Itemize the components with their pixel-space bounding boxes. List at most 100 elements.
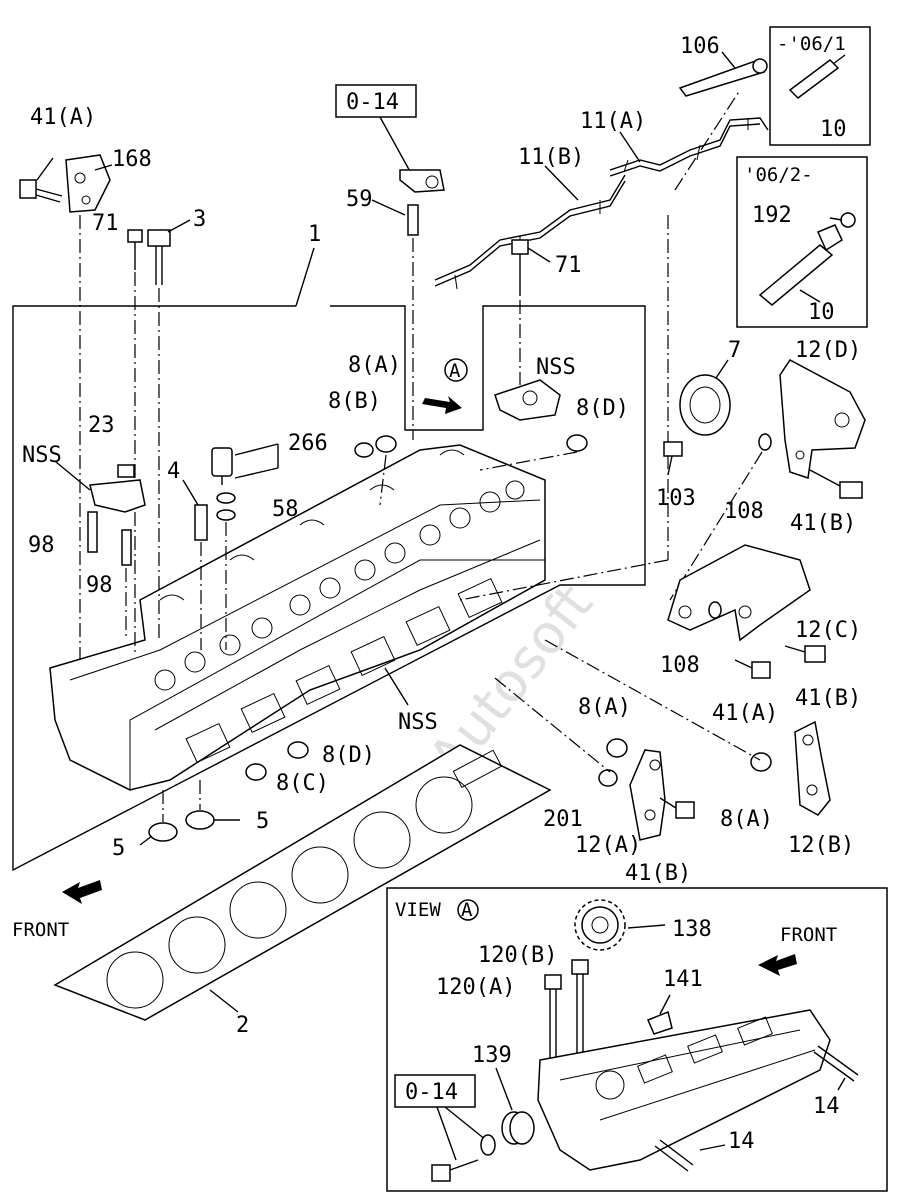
label-8b: 8(B) [328, 389, 381, 414]
label-14-a: 14 [813, 1094, 840, 1119]
bolt-3[interactable] [147, 229, 171, 285]
plug-8a-top[interactable] [375, 435, 397, 453]
svg-text:'06/2-: '06/2- [744, 164, 813, 186]
label-12d: 12(D) [795, 338, 861, 363]
injector-266[interactable] [211, 447, 233, 485]
label-nss-center: NSS [536, 355, 576, 380]
bolt-bottom[interactable] [431, 1159, 479, 1182]
label-108-mid: 108 [660, 653, 700, 678]
seal-5-right[interactable] [185, 810, 215, 830]
label-120b: 120(B) [478, 943, 557, 968]
label-12a: 12(A) [575, 833, 641, 858]
key-141[interactable] [647, 1010, 673, 1035]
date-box-early: -'06/1 [769, 26, 871, 146]
bolt-41a-mid[interactable] [734, 659, 771, 679]
label-8a-right: 8(A) [720, 807, 773, 832]
bolt-71-right[interactable] [511, 239, 529, 296]
label-10-early: 10 [820, 117, 847, 142]
oring-108-mid[interactable] [708, 601, 722, 619]
label-8a-mid: 8(A) [578, 695, 631, 720]
stud-98-a[interactable] [87, 511, 98, 553]
stud-14-a[interactable] [813, 1045, 859, 1082]
plug-8a-right[interactable] [750, 752, 772, 772]
head-gasket-2[interactable] [53, 744, 552, 1021]
bracket-12b[interactable] [794, 720, 831, 816]
pin-59[interactable] [407, 204, 419, 236]
stud-14-b[interactable] [654, 1139, 694, 1172]
washers-58[interactable] [216, 492, 236, 521]
label-58: 58 [272, 497, 299, 522]
seal-5-left[interactable] [148, 822, 178, 842]
injector-bracket[interactable] [399, 169, 445, 193]
label-nss-bottom: NSS [398, 710, 438, 735]
ref-tag-bottom[interactable]: 0-14 [394, 1074, 476, 1108]
label-10-late: 10 [808, 300, 835, 325]
nut-23[interactable] [117, 464, 135, 478]
view-a-cylinder-head[interactable] [537, 1009, 831, 1171]
front-arrow-right [758, 954, 797, 976]
label-nss-left: NSS [22, 443, 62, 468]
label-2: 2 [236, 1013, 249, 1038]
label-12b: 12(B) [788, 833, 854, 858]
view-title: VIEW [395, 899, 441, 921]
label-4: 4 [167, 459, 180, 484]
svg-text:0-14: 0-14 [405, 1080, 458, 1105]
oring-108-top[interactable] [758, 433, 772, 451]
bush-201[interactable] [598, 769, 618, 787]
bracket-168[interactable] [65, 154, 111, 213]
rod-106[interactable] [678, 58, 768, 97]
bracket-12a[interactable] [629, 749, 666, 841]
svg-text:-'06/1: -'06/1 [777, 33, 846, 55]
washer-bottom[interactable] [480, 1134, 496, 1156]
label-8c: 8(C) [276, 771, 329, 796]
bearing-139[interactable] [501, 1111, 535, 1145]
label-8d-bottom: 8(D) [322, 743, 375, 768]
stud-98-b[interactable] [121, 529, 132, 566]
gear-138[interactable] [574, 899, 626, 951]
cam-cap-nss-center[interactable] [494, 379, 561, 421]
front-label-right: FRONT [780, 924, 837, 946]
label-98-b: 98 [86, 573, 113, 598]
label-41b-3: 41(B) [625, 861, 691, 886]
label-71-left: 71 [92, 211, 119, 236]
svg-text:0-14: 0-14 [346, 90, 399, 115]
cam-cap-nss-left[interactable] [89, 479, 146, 513]
bolt-41b-2[interactable] [784, 645, 826, 663]
plug-8b[interactable] [354, 442, 374, 458]
bolt-41b-3[interactable] [659, 797, 695, 819]
plug-8a-mid[interactable] [606, 738, 628, 758]
label-7: 7 [728, 338, 741, 363]
bracket-12d[interactable] [779, 359, 866, 479]
label-5-right: 5 [256, 809, 269, 834]
label-41a-mid: 41(A) [712, 701, 778, 726]
plug-8c[interactable] [245, 763, 267, 781]
bolt-120a[interactable] [544, 974, 562, 1120]
label-8a-top: 8(A) [348, 353, 401, 378]
label-14-b: 14 [728, 1129, 755, 1154]
label-141: 141 [663, 967, 703, 992]
label-201: 201 [543, 807, 583, 832]
plug-8d-top[interactable] [566, 434, 588, 452]
connector-wire-11b[interactable] [434, 174, 626, 290]
bracket-12c[interactable] [667, 544, 811, 642]
label-41b-1: 41(B) [790, 511, 856, 536]
bolt-103[interactable] [663, 441, 683, 476]
label-41b-2: 41(B) [795, 686, 861, 711]
label-12c: 12(C) [795, 618, 861, 643]
seal-7[interactable] [679, 374, 731, 436]
connector-wire-11a[interactable] [609, 117, 769, 177]
view-marker: A [461, 899, 473, 921]
plug-8d-bottom[interactable] [287, 741, 309, 759]
label-138: 138 [672, 917, 712, 942]
bolt-71-left[interactable] [127, 229, 143, 270]
cylinder-head[interactable] [49, 444, 546, 791]
label-11a: 11(A) [580, 109, 646, 134]
label-1: 1 [308, 222, 321, 247]
sleeve-4[interactable] [194, 504, 208, 541]
label-120a: 120(A) [436, 975, 515, 1000]
bolt-41b-1[interactable] [809, 469, 863, 499]
ref-tag-top[interactable]: 0-14 [335, 84, 417, 118]
cylinder-head-assembly-frame [12, 247, 646, 872]
bolt-41a-top[interactable] [19, 179, 63, 203]
label-11b: 11(B) [518, 145, 584, 170]
